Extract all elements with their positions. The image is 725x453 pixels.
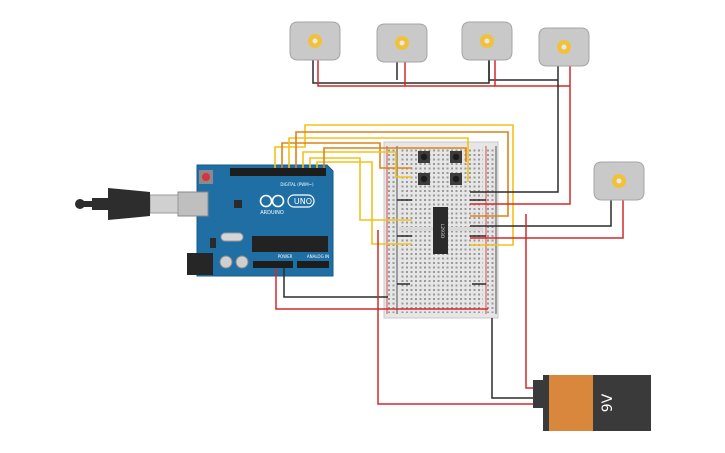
dc-motor-icon[interactable] [289, 21, 341, 61]
signal-wires [274, 124, 514, 246]
digital-label: DIGITAL (PWM~) [280, 182, 314, 187]
9v-battery-icon: 9V [533, 375, 651, 431]
ic-chip: L293D [433, 207, 448, 254]
brand-label: ARDUINO [260, 210, 284, 216]
ic-chip-label: L293D [439, 224, 445, 239]
dc-motor-icon[interactable] [461, 21, 513, 61]
dc-motor-icon[interactable] [376, 23, 428, 63]
model-label: UNO [294, 197, 312, 206]
analog-label: ANALOG IN [307, 254, 329, 259]
battery-label: 9V [600, 393, 616, 412]
analog-header [297, 261, 329, 268]
reset-button[interactable] [202, 173, 210, 181]
power-wires [275, 60, 624, 405]
push-button-icon[interactable] [418, 173, 430, 185]
dc-motor-icon[interactable] [593, 161, 645, 201]
arduino-board: UNO ARDUINO DIGITAL (PWM~) POWER ANALOG … [177, 164, 334, 277]
breadboard [383, 141, 499, 319]
power-rail-left [386, 147, 396, 313]
usb-socket [177, 191, 209, 217]
power-label: POWER [278, 254, 293, 259]
push-button-icon[interactable] [450, 173, 462, 185]
push-button-icon[interactable] [450, 151, 462, 163]
microcontroller [252, 236, 328, 252]
usb-cable-icon [75, 188, 179, 220]
digital-header [230, 168, 326, 176]
power-header [253, 261, 293, 268]
power-rail-right [486, 147, 496, 313]
push-button-icon[interactable] [418, 151, 430, 163]
dc-motor-icon[interactable] [538, 27, 590, 67]
power-jack [187, 253, 213, 275]
arduino-logo [259, 194, 315, 208]
